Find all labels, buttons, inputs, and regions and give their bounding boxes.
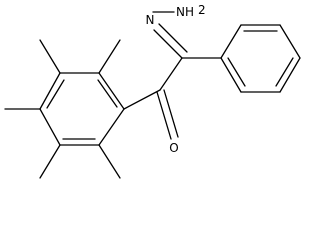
ring-to-carbonyl-bond bbox=[123, 89, 161, 110]
methyl-bond bbox=[39, 144, 61, 179]
amine-label: NH bbox=[176, 5, 194, 19]
methyl-bond bbox=[39, 39, 61, 74]
ring-bond bbox=[98, 72, 125, 110]
methyl-groups bbox=[4, 39, 121, 179]
ring-bond bbox=[279, 24, 301, 59]
hydrazone-double-bond bbox=[153, 29, 183, 59]
ring-double-bond bbox=[275, 57, 294, 87]
ring-bond bbox=[220, 57, 242, 93]
oxygen-label: O bbox=[169, 141, 178, 155]
nitrogen-label: N bbox=[146, 13, 155, 27]
hydrazone-group: N NH 2 bbox=[146, 3, 206, 91]
carbonyl-to-hydrazone-bond bbox=[159, 57, 183, 91]
ring-double-bond bbox=[227, 57, 246, 87]
pentamethylphenyl-ring bbox=[39, 72, 125, 146]
amine-subscript: 2 bbox=[198, 3, 206, 17]
methyl-bond bbox=[98, 144, 121, 179]
carbonyl-double-bond bbox=[156, 91, 172, 140]
carbonyl-group: O bbox=[123, 89, 179, 155]
ring-double-bond bbox=[46, 79, 65, 109]
ring-double-bond bbox=[97, 79, 118, 108]
ring-bond bbox=[98, 108, 125, 146]
ring-bond bbox=[39, 72, 61, 110]
carbonyl-double-bond bbox=[163, 89, 179, 138]
methyl-bond bbox=[98, 39, 121, 74]
ring-bond bbox=[220, 24, 242, 59]
hydrazone-double-bond bbox=[158, 23, 188, 53]
phenyl-ring bbox=[181, 24, 301, 93]
ring-bond bbox=[39, 108, 61, 146]
molecule-structure: O N NH 2 bbox=[4, 3, 301, 179]
ring-bond bbox=[279, 57, 301, 93]
